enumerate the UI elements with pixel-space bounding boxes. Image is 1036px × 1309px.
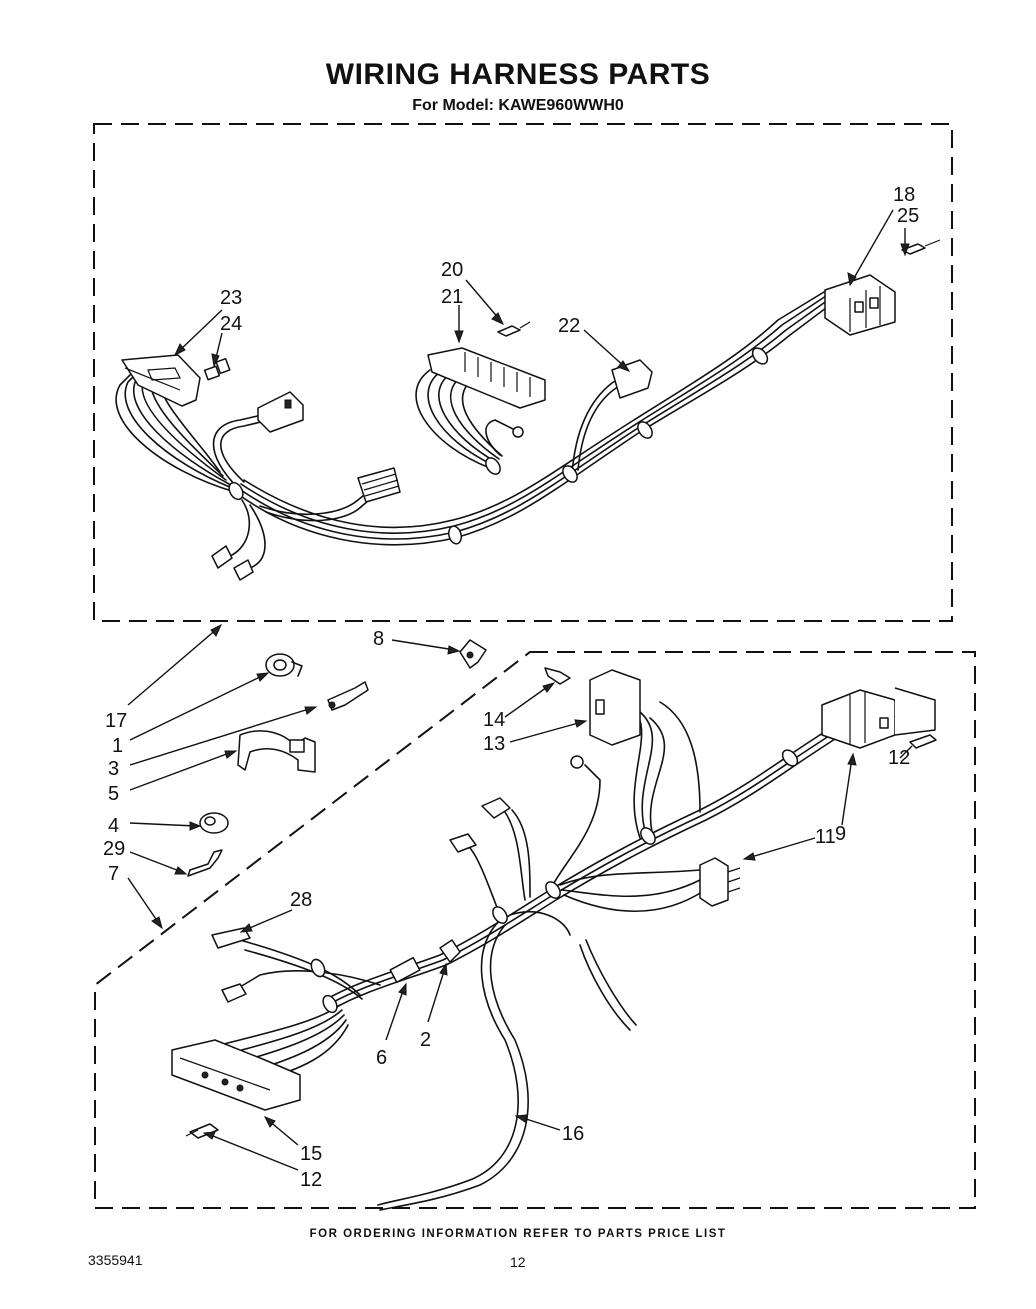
callout-6: 6 [376, 1047, 387, 1069]
callout-15: 15 [300, 1143, 322, 1165]
callout-9: 9 [835, 823, 846, 845]
callout-17: 17 [105, 710, 127, 732]
callout-14: 14 [483, 709, 505, 731]
page-number: 12 [510, 1254, 526, 1270]
leader-lines [127, 209, 913, 1171]
callout-12-upper: 12 [888, 747, 910, 769]
document-number: 3355941 [88, 1252, 143, 1268]
callout-1: 1 [112, 735, 123, 757]
upper-harness-frame [93, 123, 953, 622]
callout-2: 2 [420, 1029, 431, 1051]
callout-21: 21 [441, 286, 463, 308]
lower-harness [171, 667, 937, 1211]
callout-13: 13 [483, 733, 505, 755]
callout-5: 5 [108, 783, 119, 805]
callout-25: 25 [897, 205, 919, 227]
callout-7: 7 [108, 863, 119, 885]
upper-harness [115, 239, 941, 581]
page-title: WIRING HARNESS PARTS [325, 58, 711, 91]
callout-22: 22 [558, 315, 580, 337]
callout-20: 20 [441, 259, 463, 281]
callout-11: 11 [815, 826, 836, 848]
callout-28: 28 [290, 889, 312, 911]
loose-parts [187, 639, 487, 877]
callout-3: 3 [108, 758, 119, 780]
callout-16: 16 [562, 1123, 584, 1145]
model-subtitle: For Model: KAWE960WWH0 [412, 97, 624, 114]
callout-23: 23 [220, 287, 242, 309]
callout-18: 18 [893, 184, 915, 206]
callout-4: 4 [108, 815, 119, 837]
callout-24: 24 [220, 313, 242, 335]
callout-29: 29 [103, 838, 125, 860]
callout-12-lower: 12 [300, 1169, 322, 1191]
callout-numbers: 18 25 20 21 22 23 24 8 17 1 3 5 4 29 7 1… [103, 184, 919, 1191]
callout-8: 8 [373, 628, 384, 650]
lower-harness-frame [94, 651, 976, 1209]
ordering-note: FOR ORDERING INFORMATION REFER TO PARTS … [309, 1228, 727, 1240]
